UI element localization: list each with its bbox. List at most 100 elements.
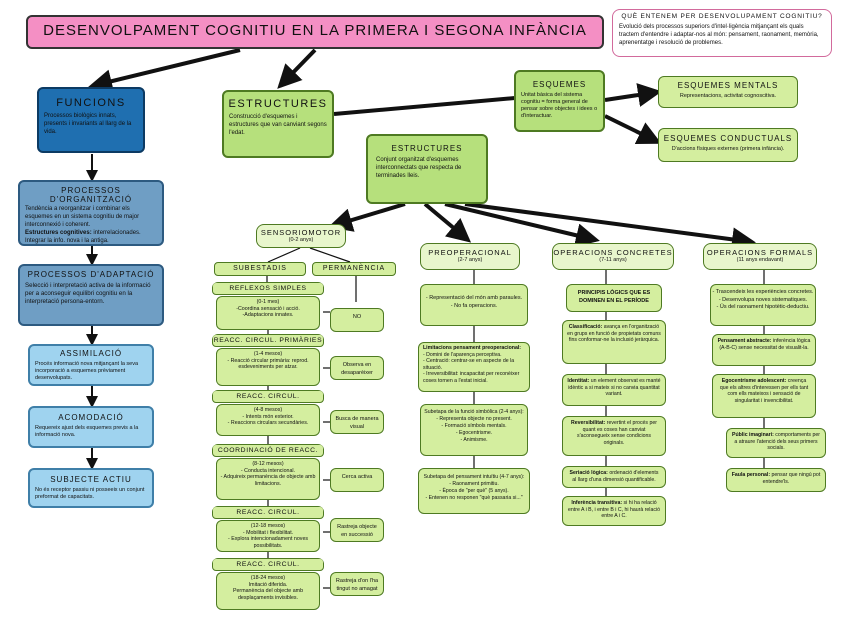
sens-stage-body: (1-4 mesos) - Reacció circular primària:…: [216, 348, 320, 386]
sens-stage-title-box: REFLEXOS SIMPLES: [212, 282, 324, 295]
preop-box1: - Representació del món amb paraules. - …: [420, 284, 528, 326]
estructures-box: ESTRUCTURES Construcció d'esquemes i est…: [222, 90, 334, 158]
sens-stage-text: (8-12 mesos) - Conducta intencional. - A…: [220, 461, 316, 487]
concretes-item-label: Reversibilitat:: [571, 420, 606, 426]
preop-box3-text: Subetapa de la funció simbòlica (2-4 any…: [424, 409, 524, 443]
formals-item-text: creença que els altres d'interessen per …: [719, 378, 809, 404]
concretes-item-5: Inferència transitiva: si hi ha relació …: [562, 496, 666, 526]
sens-permanence-text: Rastreja d'on l'ha tingut no amagat: [335, 578, 379, 592]
assimilacio-text: Procés informació nova mitjançant la sev…: [35, 361, 139, 381]
estructures2-text: Conjunt organitzat d'esquemes interconne…: [376, 157, 462, 179]
sens-permanence-text: Rastreja objecte en successió: [337, 524, 377, 538]
formals-box1: - Trascendeix les experiències concretes…: [710, 284, 816, 326]
sens-stage-text: (1-4 mesos) - Reacció circular primària:…: [227, 351, 309, 371]
link-to-sensoriomotor: [328, 202, 406, 232]
formals-title: OPERACIONS FORMALS: [706, 248, 814, 257]
sens-stage-title: REACC. CIRCUL. SECUNDÀRIES: [236, 393, 300, 400]
sens-stage-3: REACC. CIRCUL. SECUNDÀRIES (4-8 mesos) -…: [212, 390, 324, 436]
sens-stage-title-box: REACC. CIRCUL. TERCIÀRIES: [212, 506, 324, 519]
sensoriomotor-title: SENSORIOMOTOR: [260, 228, 342, 237]
esquemes-conductuals-text: D'accions físiques externes (primera inf…: [671, 146, 785, 152]
organitzacio-sub-label: Estructures cognitives:: [25, 230, 92, 236]
formals-item-label: Pensament abstracte:: [717, 338, 772, 344]
subestadis-label: SUBESTADIS: [233, 265, 287, 272]
esquemes-mentals-box: ESQUEMES MENTALS Representacions, activi…: [658, 76, 798, 108]
sens-stage-text: (0-1 mes) -Coordina sensació i acció. -A…: [236, 299, 300, 319]
acomodacio-box: ACOMODACIÓ Requereix ajust dels esquemes…: [28, 406, 154, 448]
subjecte-box: SUBJECTE ACTIU No és receptor passiu ni …: [28, 468, 154, 508]
concretes-item-text: si hi ha relació entre A i B, i entre B …: [568, 500, 660, 520]
concretes-item-label: Identitat:: [567, 378, 590, 384]
concretes-item-2: Identitat: un element observat es manté …: [562, 374, 666, 406]
sens-permanence-4: Cerca activa: [330, 468, 384, 492]
sens-stage-title: REACC. CIRCUL. PRIMÀRIES: [213, 337, 323, 344]
link-to-concretes: [444, 202, 600, 248]
preop-box2-label: Limitacions pensament preoperacional:: [423, 345, 522, 351]
sens-stage-text: (18-24 mesos) Imitació diferida. Permanè…: [232, 575, 304, 601]
sens-stage-1: REFLEXOS SIMPLES (0-1 mes) -Coordina sen…: [212, 282, 324, 330]
sens-stage-body: (4-8 mesos) - Intents món exterior. - Re…: [216, 404, 320, 436]
formals-box1-text: - Trascendeix les experiències concretes…: [712, 289, 814, 310]
concretes-item-1: Classificació: avança en l'organització …: [562, 320, 666, 364]
funcions-box: FUNCIONS Processos biològics innats, pre…: [37, 87, 145, 153]
organitzacio-title: PROCESSOS D'ORGANITZACIÓ: [49, 186, 133, 204]
concretes-item-text: un element observat es manté idèntic a s…: [568, 378, 661, 398]
formals-item-text: pensar que ningú pot entendre'ls.: [762, 472, 821, 485]
acomodacio-title: ACOMODACIÓ: [58, 413, 124, 422]
esquemes-box: ESQUEMES Unitat bàsica del sistema cogni…: [514, 70, 605, 132]
link-estructures-esquemes: [333, 96, 516, 116]
sens-permanence-5: Rastreja objecte en successió: [330, 518, 384, 542]
sens-stage-2: REACC. CIRCUL. PRIMÀRIES (1-4 mesos) - R…: [212, 334, 324, 386]
esquemes-title: ESQUEMES: [532, 80, 587, 89]
sens-permanence-2: Observa en desaparèixer: [330, 356, 384, 380]
preop-box1-text: - Representació del món amb paraules. - …: [425, 295, 523, 309]
sens-stage-body: (0-1 mes) -Coordina sensació i acció. -A…: [216, 296, 320, 330]
formals-item-1: Pensament abstracte: inferència lògica (…: [712, 334, 816, 366]
concretes-principles-box: PRINCIPIS LÒGICS QUE ES DOMINEN EN EL PE…: [566, 284, 662, 312]
estructures-text: Construcció d'esquemes i estructures que…: [229, 114, 327, 136]
sens-stage-title-box: REACC. CIRCUL. SECUNDÀRIES: [212, 390, 324, 403]
sens-permanence-text: NO: [352, 314, 362, 320]
main-title: DESENVOLPAMENT COGNITIU EN LA PRIMERA I …: [43, 22, 587, 39]
permanencia-label: PERMANÈNCIA: [322, 265, 386, 272]
subestadis-label-box: SUBESTADIS: [214, 262, 306, 276]
esquemes-mentals-title: ESQUEMES MENTALS: [677, 81, 779, 90]
link-esquemes-conductuals: [604, 114, 662, 144]
sensoriomotor-age: (0-2 anys): [288, 237, 314, 243]
link-sens-permanencia: [309, 247, 351, 263]
formals-item-label: Egocentrisme adolescent:: [721, 378, 787, 384]
organitzacio-box: PROCESSOS D'ORGANITZACIÓ Tendència a reo…: [18, 180, 164, 246]
preop-box2: Limitacions pensament preoperacional: - …: [418, 342, 530, 392]
esquemes-conductuals-box: ESQUEMES CONDUCTUALS D'accions físiques …: [658, 128, 798, 162]
sens-stage-text: (12-18 mesos) - Mobilitat i flexibilitat…: [227, 523, 309, 549]
sens-permanence-6: Rastreja d'on l'ha tingut no amagat: [330, 572, 384, 596]
sensoriomotor-box: SENSORIOMOTOR (0-2 anys): [256, 224, 346, 248]
sens-permanence-3: Busca de manera visual: [330, 410, 384, 434]
sens-permanence-text: Cerca activa: [341, 474, 373, 480]
preop-box2-text: - Domini de l'aparença perceptiva. - Cen…: [423, 351, 520, 384]
sens-stage-title-box: COORDINACIÓ DE REACC. CIRCUL. SECUNDÀRIE…: [212, 444, 324, 457]
assimilacio-box: ASSIMILACIÓ Procés informació nova mitja…: [28, 344, 154, 386]
formals-item-text: comportaments per a atraure l'atenció de…: [734, 432, 820, 452]
formals-box: OPERACIONS FORMALS (11 anys endavant): [703, 243, 817, 270]
sens-stage-title: REACC. CIRCUL. SECUNDÀRIES: [236, 561, 300, 568]
concretes-item-label: Seriació lògica:: [569, 470, 608, 476]
concretes-item-text: ordenació d'elements al llarg d'una dime…: [572, 470, 659, 483]
formals-age: (11 anys endavant): [736, 257, 784, 263]
concretes-item-4: Seriació lògica: ordenació d'elements al…: [562, 466, 666, 488]
concretes-title: OPERACIONS CONCRETES: [553, 248, 673, 257]
adaptacio-title: PROCESSOS D'ADAPTACIÓ: [27, 270, 155, 279]
formals-item-4: Faula personal: pensar que ningú pot ent…: [726, 468, 826, 492]
concretes-principles-title: PRINCIPIS LÒGICS QUE ES DOMINEN EN EL PE…: [577, 290, 651, 304]
formals-item-label: Públic imaginari:: [732, 432, 774, 438]
sens-permanence-text: Observa en desaparèixer: [341, 362, 373, 376]
organitzacio-text: Tendència a reorganitzar i combinar els …: [25, 206, 140, 228]
preoperacional-age: (2-7 anys): [457, 257, 483, 263]
preop-box3: Subetapa de la funció simbòlica (2-4 any…: [420, 404, 528, 456]
question-title: QUÈ ENTENEM PER DESENVOLUPAMENT COGNITIU…: [621, 13, 823, 20]
formals-item-2: Egocentrisme adolescent: creença que els…: [712, 374, 816, 418]
acomodacio-text: Requereix ajust dels esquemes previs a l…: [35, 425, 139, 438]
sens-permanence-1: NO: [330, 308, 384, 332]
sens-stage-title: COORDINACIÓ DE REACC. CIRCUL. SECUNDÀRIE…: [217, 447, 319, 454]
preop-box4: Subetapa del pensament intuïtiu (4-7 any…: [418, 468, 530, 514]
